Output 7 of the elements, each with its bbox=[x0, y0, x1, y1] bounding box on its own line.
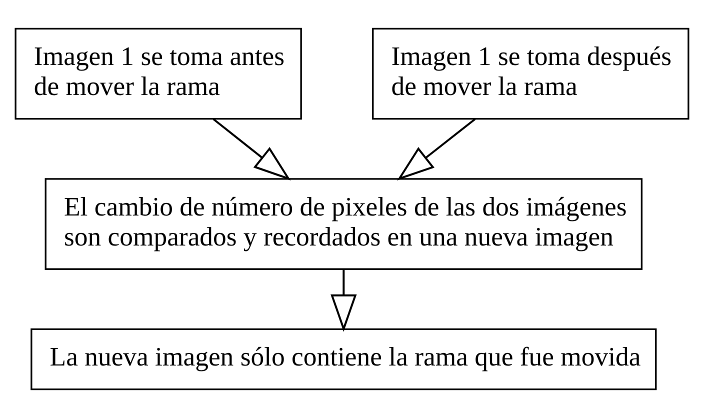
arrow bbox=[212, 118, 291, 180]
node-box: Imagen 1 se toma antes de mover la rama bbox=[14, 28, 302, 120]
arrow bbox=[330, 270, 357, 332]
arrow bbox=[396, 118, 476, 180]
node-box: Imagen 1 se toma después de mover la rama bbox=[372, 28, 690, 120]
node-box: El cambio de número de pixeles de las dos imágenes son comparados y recordados en una nueva imagen bbox=[44, 178, 643, 270]
node-box: La nueva imagen sólo contiene la rama que fue movida bbox=[30, 328, 657, 390]
